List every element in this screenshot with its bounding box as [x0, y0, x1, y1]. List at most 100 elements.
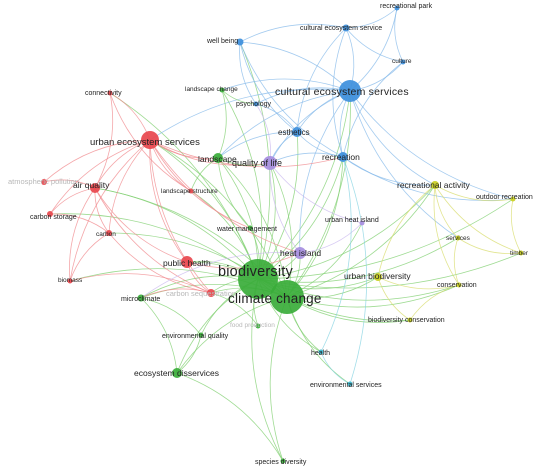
node-urban-heat-island[interactable]	[359, 220, 365, 226]
node-environmental-quality[interactable]	[198, 332, 204, 338]
node-recreational-activity[interactable]	[431, 181, 439, 189]
label-recreational-activity[interactable]: recreational activity	[397, 180, 471, 190]
label-public-health[interactable]: public health	[163, 258, 211, 268]
label-urban-es[interactable]: urban ecosystem services	[90, 137, 200, 148]
node-microclimate[interactable]	[137, 294, 145, 302]
node-quality-of-life[interactable]	[263, 156, 277, 170]
node-connectivity[interactable]	[107, 90, 113, 96]
edge-cultural-ess-culture	[345, 27, 404, 63]
label-climate-change[interactable]: climate change	[228, 291, 322, 306]
edge-recreational-activity-urban-biodiversity	[377, 184, 436, 278]
label-timber[interactable]: timber	[510, 250, 529, 257]
label-environmental-quality[interactable]: environmental quality	[162, 333, 229, 340]
node-ecosystem-disservices[interactable]	[172, 368, 182, 378]
node-health[interactable]	[318, 349, 324, 355]
node-outdoor-recreation[interactable]	[510, 196, 516, 202]
node-environmental-services[interactable]	[347, 381, 353, 387]
label-connectivity[interactable]: connectivity	[85, 90, 122, 97]
edge-urban-biodiversity-conservation	[377, 276, 460, 290]
label-carbon[interactable]: carbon	[96, 231, 116, 238]
node-services[interactable]	[455, 235, 461, 241]
edge-cultural-es-recreational-park	[349, 7, 398, 92]
edge-environmental-quality-microclimate	[140, 297, 202, 336]
node-biomass[interactable]	[67, 278, 73, 284]
edge-recreational-park-culture	[394, 7, 404, 63]
node-urban-biodiversity[interactable]	[374, 273, 382, 281]
node-cultural-ess[interactable]	[342, 24, 350, 32]
node-recreation[interactable]	[338, 152, 348, 162]
edge-biodiversity-outdoor-recreation	[257, 198, 514, 280]
label-landscape-change[interactable]: landscape change	[185, 86, 238, 93]
node-well-being[interactable]	[236, 38, 244, 46]
label-conservation[interactable]: conservation	[437, 282, 477, 289]
label-well-being[interactable]: well being	[206, 38, 238, 45]
node-recreational-park[interactable]	[394, 5, 400, 11]
edge-quality-of-life-urban-heat-island	[269, 162, 363, 224]
node-timber[interactable]	[518, 250, 524, 256]
label-landscape[interactable]: landscape	[198, 154, 237, 164]
label-cultural-ess[interactable]: cultural ecosystem service	[300, 25, 382, 32]
node-species-diversity[interactable]	[280, 458, 286, 464]
label-urban-biodiversity[interactable]: urban biodiversity	[344, 271, 411, 281]
edge-outdoor-recreation-timber	[510, 198, 522, 254]
label-microclimate[interactable]: microclimate	[121, 296, 160, 303]
label-environmental-services[interactable]: environmental services	[310, 382, 382, 389]
label-recreational-park[interactable]: recreational park	[380, 3, 433, 10]
label-culture[interactable]: culture	[392, 58, 412, 65]
node-biodiversity[interactable]	[238, 259, 278, 299]
node-landscape[interactable]	[213, 153, 223, 163]
node-culture[interactable]	[400, 59, 406, 65]
edge-climate-change-recreational-activity	[286, 184, 436, 298]
label-urban-heat-island[interactable]: urban heat island	[325, 217, 379, 224]
node-water-management[interactable]	[247, 225, 253, 231]
label-services[interactable]: services	[446, 235, 471, 242]
label-species-diversity[interactable]: species diversity	[255, 459, 307, 466]
label-air-quality[interactable]: air quality	[73, 180, 110, 190]
edge-cultural-es-services	[349, 90, 459, 239]
edge-urban-es-atmospheric-pollution	[43, 139, 151, 183]
edge-urban-es-heat-island	[149, 139, 301, 254]
edge-well-being-recreation	[239, 41, 344, 158]
node-landscape-change[interactable]	[219, 87, 225, 93]
label-carbon-sequestration[interactable]: carbon sequestration	[166, 289, 236, 298]
label-recreation[interactable]: recreation	[322, 152, 360, 162]
label-psychology[interactable]: psychology	[236, 101, 272, 108]
label-water-management[interactable]: water management	[216, 226, 277, 233]
node-urban-es[interactable]	[141, 131, 159, 149]
node-food-production[interactable]	[255, 323, 261, 329]
label-quality-of-life[interactable]: quality of life	[232, 158, 282, 168]
node-psychology[interactable]	[253, 101, 259, 107]
label-ecosystem-disservices[interactable]: ecosystem disservices	[134, 368, 219, 378]
label-biodiversity[interactable]: biodiversity	[218, 264, 293, 280]
label-heat-island[interactable]: heat island	[280, 248, 321, 258]
label-biomass[interactable]: biomass	[58, 277, 83, 284]
label-food-production[interactable]: food production	[230, 322, 275, 329]
label-carbon-storage[interactable]: carbon storage	[30, 214, 77, 221]
edge-climate-change-cultural-es	[286, 90, 351, 298]
label-atmospheric-pollution[interactable]: atmospheric pollution	[8, 177, 79, 186]
node-heat-island[interactable]	[294, 247, 306, 259]
label-outdoor-recreation[interactable]: outdoor recreation	[476, 194, 533, 201]
node-cultural-es[interactable]	[339, 80, 361, 102]
node-atmospheric-pollution[interactable]	[41, 179, 47, 185]
node-landscape-structure[interactable]	[188, 188, 194, 194]
edge-cultural-es-recreational-activity	[349, 90, 436, 186]
node-biodiversity-conservation[interactable]	[407, 317, 413, 323]
edge-urban-es-carbon-storage	[49, 139, 151, 215]
node-carbon-sequestration[interactable]	[207, 289, 215, 297]
edge-well-being-psychology	[239, 41, 257, 105]
edge-urban-es-carbon	[108, 139, 151, 234]
node-public-health[interactable]	[181, 256, 193, 268]
node-conservation[interactable]	[456, 282, 462, 288]
label-health[interactable]: health	[311, 350, 330, 357]
node-esthetics[interactable]	[292, 127, 302, 137]
node-carbon[interactable]	[106, 230, 112, 236]
label-biodiversity-conservation[interactable]: biodiversity conservation	[368, 317, 445, 324]
node-carbon-storage[interactable]	[47, 211, 53, 217]
label-esthetics[interactable]: esthetics	[278, 128, 310, 137]
node-climate-change[interactable]	[270, 280, 304, 314]
label-cultural-es[interactable]: cultural ecosystem services	[275, 86, 409, 98]
label-landscape-structure[interactable]: landscape structure	[161, 188, 218, 195]
node-air-quality[interactable]	[90, 183, 100, 193]
